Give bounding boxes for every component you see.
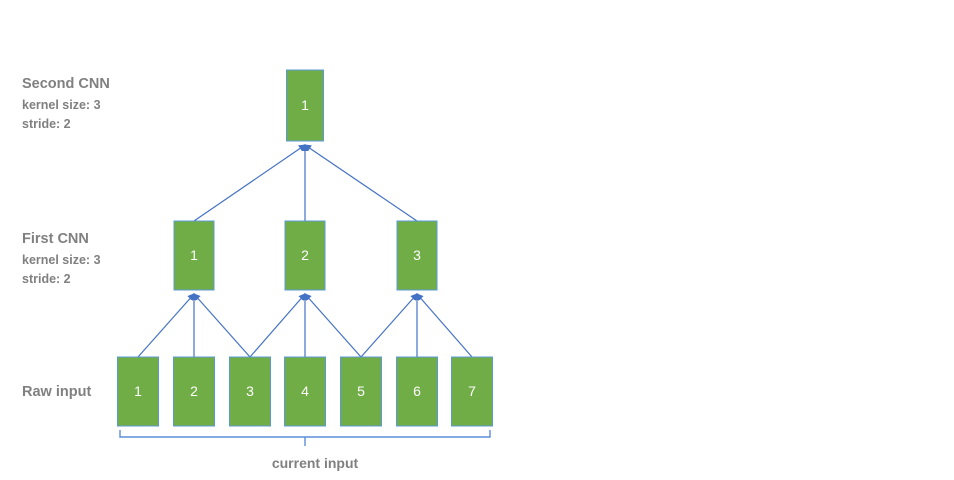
edge-first-cnn-1-to-second-cnn-1 — [193, 144, 306, 222]
edge-raw-input-7-to-first-cnn-3 — [416, 293, 473, 358]
node-label: 4 — [301, 383, 309, 399]
node-label: 1 — [134, 383, 142, 399]
row-title-second-cnn: Second CNN — [22, 76, 110, 92]
node-box[interactable] — [284, 220, 326, 291]
row-label-raw-input: Raw input — [22, 384, 91, 400]
node-label: 1 — [301, 97, 309, 113]
node-first-cnn-2[interactable]: 2 — [284, 220, 326, 291]
row-label-first-cnn: First CNN kernel size: 3 stride: 2 — [22, 231, 101, 286]
node-box[interactable] — [284, 356, 326, 427]
row-subline-first-cnn-1: kernel size: 3 — [22, 253, 101, 267]
node-label: 2 — [190, 383, 198, 399]
edge-raw-input-5-to-first-cnn-3 — [360, 293, 418, 358]
node-box[interactable] — [173, 356, 215, 427]
row-label-second-cnn: Second CNN kernel size: 3 stride: 2 — [22, 76, 110, 131]
node-label: 1 — [190, 247, 198, 263]
node-raw-input-4[interactable]: 4 — [284, 356, 326, 427]
node-label: 3 — [413, 247, 421, 263]
node-layer: 1 1 2 3 1 2 3 4 5 6 7 — [117, 69, 493, 427]
node-label: 5 — [357, 383, 365, 399]
node-label: 7 — [468, 383, 476, 399]
node-box[interactable] — [229, 356, 271, 427]
node-raw-input-5[interactable]: 5 — [340, 356, 382, 427]
node-first-cnn-1[interactable]: 1 — [173, 220, 215, 291]
current-input-bracket — [119, 430, 491, 446]
node-first-cnn-3[interactable]: 3 — [396, 220, 438, 291]
node-label: 2 — [301, 247, 309, 263]
node-box[interactable] — [451, 356, 493, 427]
row-subline-first-cnn-2: stride: 2 — [22, 272, 71, 286]
edge-layer — [137, 143, 473, 358]
node-box[interactable] — [396, 356, 438, 427]
node-second-cnn-1[interactable]: 1 — [286, 69, 324, 142]
edge-raw-input-3-to-first-cnn-2 — [249, 293, 306, 358]
node-raw-input-6[interactable]: 6 — [396, 356, 438, 427]
row-subline-second-cnn-2: stride: 2 — [22, 117, 71, 131]
row-subline-second-cnn-1: kernel size: 3 — [22, 98, 101, 112]
node-box[interactable] — [286, 69, 324, 142]
edge-first-cnn-3-to-second-cnn-1 — [304, 144, 418, 222]
edge-raw-input-3-to-first-cnn-1 — [193, 293, 251, 358]
node-box[interactable] — [117, 356, 159, 427]
node-raw-input-3[interactable]: 3 — [229, 356, 271, 427]
node-box[interactable] — [340, 356, 382, 427]
edge-raw-input-1-to-first-cnn-1 — [137, 293, 195, 358]
node-label: 3 — [246, 383, 254, 399]
node-box[interactable] — [173, 220, 215, 291]
edge-raw-input-5-to-first-cnn-2 — [304, 293, 362, 358]
node-raw-input-7[interactable]: 7 — [451, 356, 493, 427]
bracket-layer: current input — [119, 430, 491, 471]
node-label: 6 — [413, 383, 421, 399]
node-box[interactable] — [396, 220, 438, 291]
node-raw-input-1[interactable]: 1 — [117, 356, 159, 427]
node-raw-input-2[interactable]: 2 — [173, 356, 215, 427]
row-title-first-cnn: First CNN — [22, 231, 89, 247]
current-input-label: current input — [272, 455, 359, 471]
row-title-raw-input: Raw input — [22, 384, 91, 400]
